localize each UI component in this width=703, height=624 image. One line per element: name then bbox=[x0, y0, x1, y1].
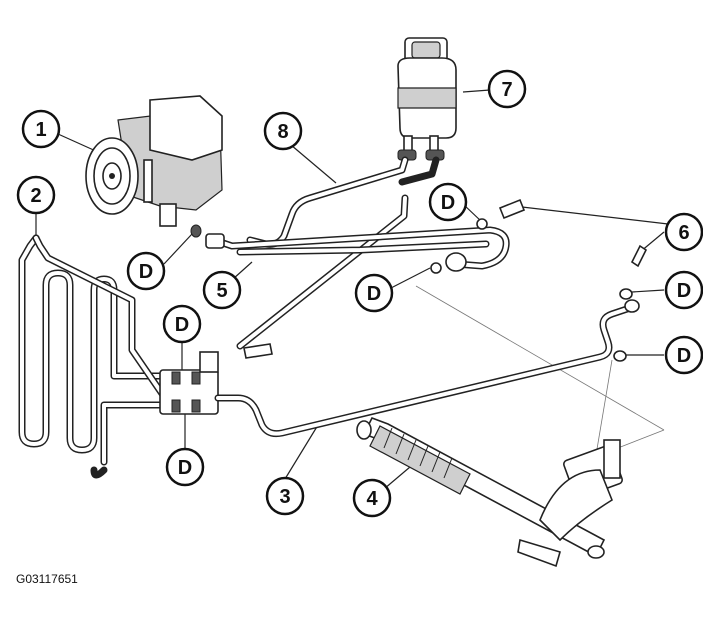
svg-text:7: 7 bbox=[501, 79, 512, 101]
svg-text:3: 3 bbox=[279, 486, 290, 508]
svg-text:D: D bbox=[175, 314, 189, 336]
cooler-bracket bbox=[159, 351, 219, 415]
callout-d-mid: D bbox=[354, 273, 394, 313]
callout-1: 1 bbox=[21, 109, 61, 149]
callout-d-right-upper-partial: D bbox=[664, 270, 703, 310]
callout-6-partial: 6 bbox=[664, 212, 703, 252]
fluid-reservoir bbox=[397, 37, 457, 161]
svg-text:D: D bbox=[139, 261, 153, 283]
svg-text:D: D bbox=[178, 457, 192, 479]
svg-text:5: 5 bbox=[216, 280, 227, 302]
steering-gear bbox=[356, 416, 624, 568]
callout-4: 4 bbox=[352, 478, 392, 518]
svg-text:2: 2 bbox=[30, 185, 41, 207]
callout-d-pump: D bbox=[126, 251, 166, 291]
svg-text:4: 4 bbox=[366, 488, 378, 510]
callouts-cut-off: 6 D D bbox=[664, 212, 703, 375]
callout-3: 3 bbox=[265, 476, 305, 516]
callout-5: 5 bbox=[202, 270, 242, 310]
callout-d-right-lower-partial: D bbox=[664, 335, 703, 375]
figure-id: G03117651 bbox=[16, 572, 78, 586]
callouts: 1 2 3 4 5 7 8 D bbox=[16, 69, 527, 518]
svg-text:1: 1 bbox=[35, 119, 46, 141]
svg-text:8: 8 bbox=[277, 121, 288, 143]
pressure-line bbox=[205, 198, 648, 359]
svg-text:D: D bbox=[367, 283, 381, 305]
svg-text:D: D bbox=[677, 345, 691, 367]
callout-d-cooler-bottom: D bbox=[165, 447, 205, 487]
power-steering-pump bbox=[85, 95, 223, 238]
return-line bbox=[214, 299, 640, 438]
svg-text:6: 6 bbox=[678, 222, 689, 244]
cooler-coil bbox=[18, 234, 169, 479]
callout-7: 7 bbox=[487, 69, 527, 109]
callout-d-top: D bbox=[428, 182, 468, 222]
callout-8: 8 bbox=[263, 111, 303, 151]
callout-2: 2 bbox=[16, 175, 56, 215]
svg-text:D: D bbox=[677, 280, 691, 302]
sealing-washers bbox=[430, 218, 633, 362]
svg-text:D: D bbox=[441, 192, 455, 214]
callout-d-cooler-top: D bbox=[162, 304, 202, 344]
